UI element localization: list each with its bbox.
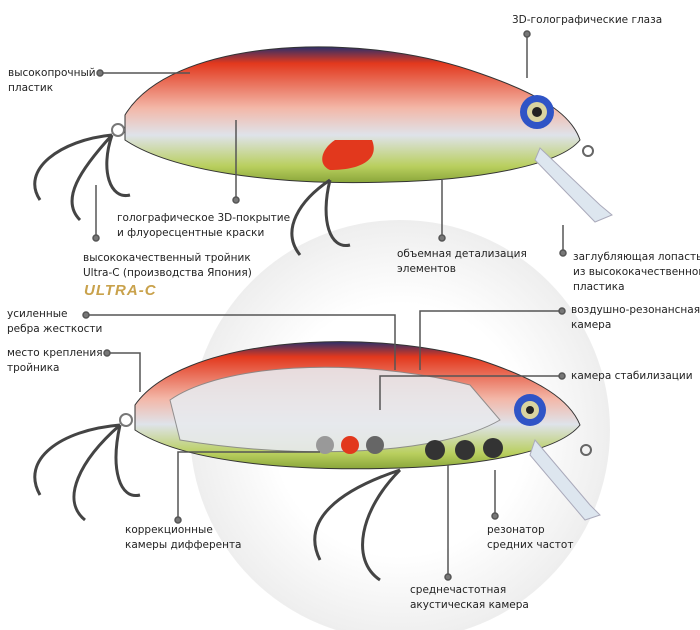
ultra-c-logo: ULTRA-C [84, 282, 157, 299]
diving-lip [534, 147, 613, 223]
treble-hook-icon [290, 178, 351, 256]
lure-top [33, 46, 613, 256]
lure-bottom-cutaway [33, 341, 601, 582]
label-stab-chamber: камера стабилизации [571, 370, 693, 382]
treble-hook-icon [313, 468, 402, 582]
callout-lines [82, 30, 567, 581]
treble-hook-icon [33, 423, 141, 522]
label-eyes: 3D-голографические глаза [512, 14, 663, 26]
treble-hook-icon [33, 133, 131, 222]
